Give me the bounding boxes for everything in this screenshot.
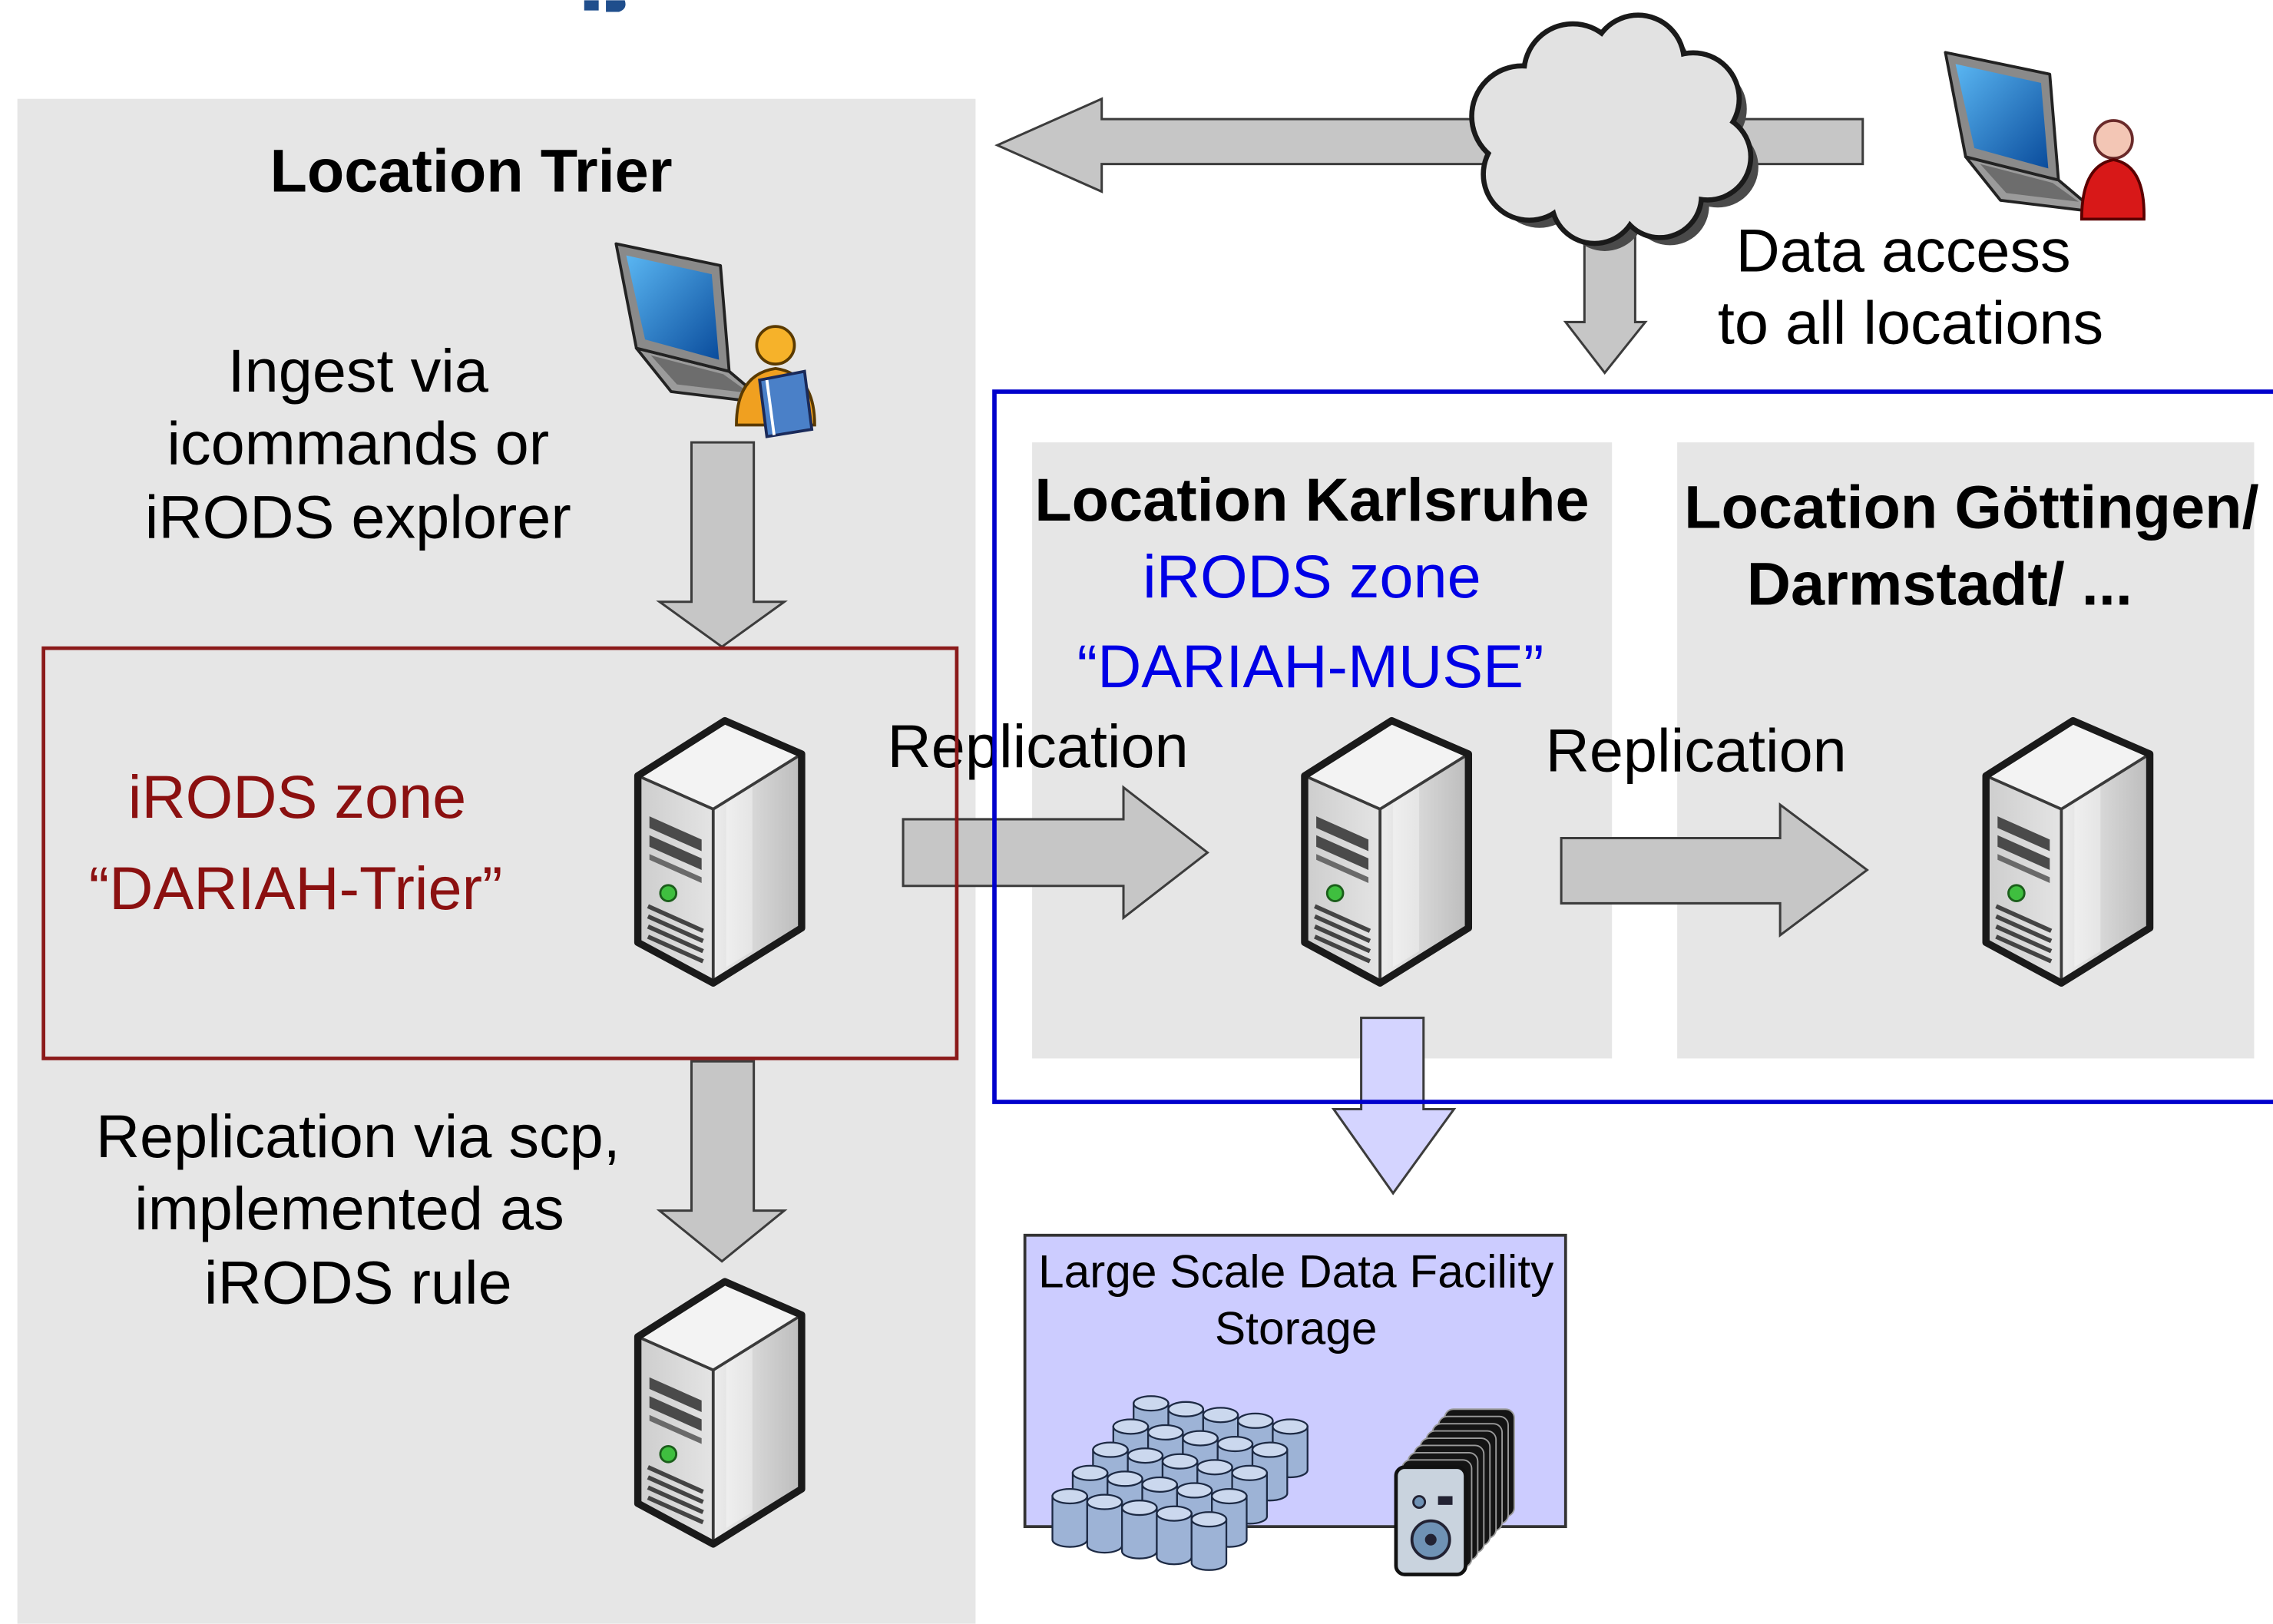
replication-label-2: Replication xyxy=(1546,716,1847,785)
user-body xyxy=(2079,158,2146,221)
tape-slot xyxy=(1438,1496,1453,1505)
muse-zone-name: “DARIAH-MUSE” xyxy=(1077,632,1544,700)
server-icon-goettingen xyxy=(1986,721,2149,984)
laptop-user-icon xyxy=(1944,51,2146,221)
data-access-line-1: Data access xyxy=(1736,216,2071,284)
location-trier-panel xyxy=(17,98,976,1624)
location-goettingen-title-line-2: Darmstadt/ ... xyxy=(1747,550,2132,618)
muse-zone-box xyxy=(992,389,2273,1104)
location-trier-title: Location Trier xyxy=(270,137,672,205)
replication-label-1: Replication xyxy=(888,712,1189,780)
trier-zone-name: “DARIAH-Trier” xyxy=(89,854,503,922)
muse-zone-label: iRODS zone xyxy=(1143,542,1481,610)
disk-cylinder xyxy=(1120,1500,1158,1560)
scp-replication-line-1: Replication via scp, xyxy=(96,1102,620,1170)
disk-cylinder xyxy=(1086,1493,1123,1554)
laptop-user-book-icon xyxy=(614,242,816,438)
user-head xyxy=(755,325,796,366)
disk-cylinder xyxy=(1190,1511,1228,1571)
ingest-arrow xyxy=(656,441,788,649)
tape-reel-hub xyxy=(1424,1533,1437,1546)
server-icon-trier xyxy=(638,721,802,984)
trier-zone-box xyxy=(41,646,959,1060)
ingest-line-1: Ingest via xyxy=(228,336,489,405)
scp-replication-line-2: implemented as xyxy=(134,1174,564,1242)
tape-library-icon xyxy=(1394,1408,1515,1576)
disk-cylinder xyxy=(1051,1487,1088,1548)
disk-array-icon xyxy=(1051,1395,1309,1571)
replication-arrow-karlsruhe-goettingen xyxy=(1560,802,1869,938)
location-goettingen-panel xyxy=(1677,442,2255,1059)
storage-subtitle: Storage xyxy=(1215,1302,1378,1354)
ingest-line-2: icommands or xyxy=(167,408,549,477)
scp-replication-line-3: iRODS rule xyxy=(204,1248,512,1316)
tape-indicator xyxy=(1412,1495,1427,1510)
trier-zone-label: iRODS zone xyxy=(128,762,467,831)
cloud-icon xyxy=(1469,12,1759,251)
cropped-heading-fragment xyxy=(584,0,626,12)
server-icon-karlsruhe xyxy=(1305,721,1468,984)
user-head xyxy=(2093,119,2134,160)
storage-arrow xyxy=(1331,1017,1457,1196)
replication-arrow-trier-karlsruhe xyxy=(902,785,1209,921)
storage-title: Large Scale Data Facility xyxy=(1038,1245,1554,1298)
server-icon-trier-replica xyxy=(638,1282,802,1544)
location-karlsruhe-title: Location Karlsruhe xyxy=(1034,465,1589,534)
data-access-line-2: to all locations xyxy=(1718,289,2103,357)
scp-replication-arrow xyxy=(656,1060,788,1263)
location-goettingen-title-line-1: Location Göttingen/ xyxy=(1684,473,2259,541)
ingest-line-3: iRODS explorer xyxy=(145,483,571,551)
disk-cylinder xyxy=(1156,1505,1193,1566)
